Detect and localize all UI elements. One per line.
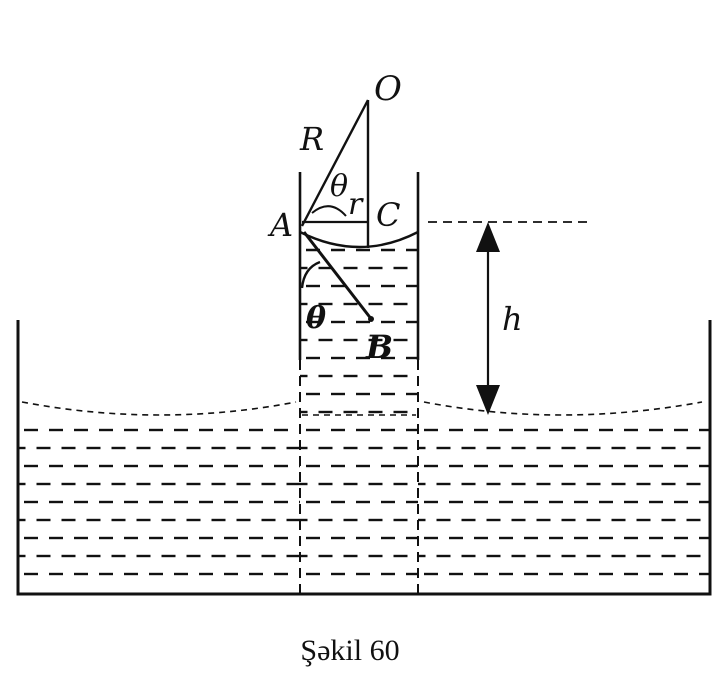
liquid-dashes-left xyxy=(18,428,300,576)
label-C: C xyxy=(376,196,400,234)
label-R: R xyxy=(299,120,324,158)
arrowhead-up-icon xyxy=(476,222,500,252)
tangent-line-AB xyxy=(302,231,374,321)
liquid-surface-left xyxy=(21,401,297,416)
point-B xyxy=(368,316,374,322)
label-theta-top: θ xyxy=(330,169,348,204)
liquid-dashes-tube xyxy=(300,248,418,576)
meniscus xyxy=(299,230,419,249)
label-A: A xyxy=(267,206,293,244)
vessel-outline xyxy=(16,320,712,596)
liquid-surface-right xyxy=(423,401,703,416)
label-r: r xyxy=(348,187,364,222)
arrowhead-down-icon xyxy=(476,385,500,415)
liquid-dashes-right xyxy=(418,428,710,576)
angle-arc-bottom xyxy=(300,260,321,289)
angle-arc-top xyxy=(311,205,347,217)
figure-caption: Şəkil 60 xyxy=(300,634,399,667)
label-O: O xyxy=(374,69,402,109)
label-B: B xyxy=(365,328,393,366)
label-theta-bottom: θ xyxy=(306,301,326,336)
radius-line-OA xyxy=(300,99,370,227)
label-h: h xyxy=(502,300,523,338)
